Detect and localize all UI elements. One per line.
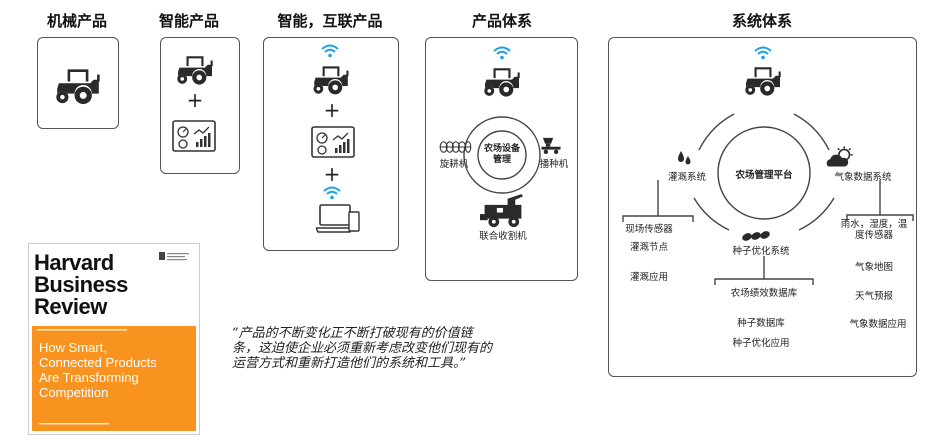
water-drop-icon <box>675 148 695 168</box>
weather-system-label: 气象数据系统 <box>834 172 892 183</box>
irrigation-item: 灌溉节点 <box>629 242 669 253</box>
hbr-logo-mark <box>159 252 189 261</box>
product-bottom-label: 联合收割机 <box>479 231 527 242</box>
tiller-icon <box>438 140 472 154</box>
harvester-icon <box>480 194 526 228</box>
weather-item: 气象地图 <box>854 262 894 273</box>
cover-headline: How Smart, Connected Products Are Transf… <box>39 340 157 400</box>
weather-item: 雨水，湿度，温度传感器 <box>840 219 908 241</box>
tractor-icon <box>52 64 104 106</box>
panel-smart-connected: + + <box>263 37 399 251</box>
product-system-hub: 农场设备管理 <box>483 144 520 165</box>
system-diagram-lines <box>622 113 914 285</box>
masthead-line: Harvard <box>34 250 114 275</box>
panel-product-system: 农场设备管理 旋耕机 播种机 联合收割机 <box>425 37 578 281</box>
product-left-label: 旋耕机 <box>439 159 469 170</box>
irrigation-item: 灌溉应用 <box>629 272 669 283</box>
masthead-line: Review <box>34 294 107 319</box>
headline-line: How Smart, <box>39 340 107 355</box>
headline-line: Connected Products <box>39 355 157 370</box>
weather-item: 天气预报 <box>854 291 894 302</box>
tractor-icon <box>310 62 352 96</box>
dashboard-icon <box>310 126 356 158</box>
wifi-icon <box>322 186 342 200</box>
panel-system-of-systems: 农场管理平台 灌溉系统 现场传感器 灌溉节点 灌溉应用 气象数据系统 雨水，湿度… <box>608 37 917 377</box>
cover-kicker-lines <box>37 329 127 331</box>
seed-item: 种子数据库 <box>737 318 785 329</box>
headline-line: Competition <box>39 385 109 400</box>
dashboard-icon <box>171 120 217 152</box>
panel-smart: + <box>160 37 240 174</box>
header-product-system: 产品体系 <box>471 12 533 30</box>
panel-mechanical <box>37 37 119 129</box>
headline-line: Are Transforming <box>39 370 139 385</box>
product-system-diagram <box>463 116 541 194</box>
product-right-label: 播种机 <box>539 159 569 170</box>
seed-item: 种子优化应用 <box>732 338 790 349</box>
cover-byline <box>39 423 109 425</box>
cover-orange-panel: How Smart, Connected Products Are Transf… <box>32 326 196 431</box>
header-mechanical: 机械产品 <box>46 12 108 30</box>
plus-sign: + <box>323 98 341 122</box>
plus-sign: + <box>323 162 341 186</box>
plus-sign: + <box>186 88 204 112</box>
header-system-of-systems: 系统体系 <box>731 12 793 30</box>
tractor-icon <box>173 52 217 86</box>
hbr-cover: Harvard Business Review How Smart, Conne… <box>28 243 200 435</box>
hbr-masthead: Harvard Business Review <box>34 252 128 318</box>
seed-item: 农场绩效数据库 <box>730 288 798 299</box>
seed-system-label: 种子优化系统 <box>732 246 790 257</box>
seeder-icon <box>540 136 562 156</box>
wifi-icon <box>320 44 340 58</box>
porter-quote: “产品的不断变化正不断打破现有的价值链条，这迫使企业必须重新考虑改变他们现有的运… <box>232 326 493 371</box>
masthead-line: Business <box>34 272 128 297</box>
header-smart-connected: 智能，互联产品 <box>277 12 383 30</box>
seeds-icon <box>741 230 771 242</box>
irrigation-item: 现场传感器 <box>625 224 673 235</box>
sun-cloud-icon <box>825 146 857 170</box>
laptop-icon <box>316 204 360 234</box>
weather-item: 气象数据应用 <box>849 319 907 330</box>
header-smart: 智能产品 <box>158 12 220 30</box>
system-hub: 农场管理平台 <box>735 170 793 181</box>
irrigation-system-label: 灌溉系统 <box>667 172 707 183</box>
